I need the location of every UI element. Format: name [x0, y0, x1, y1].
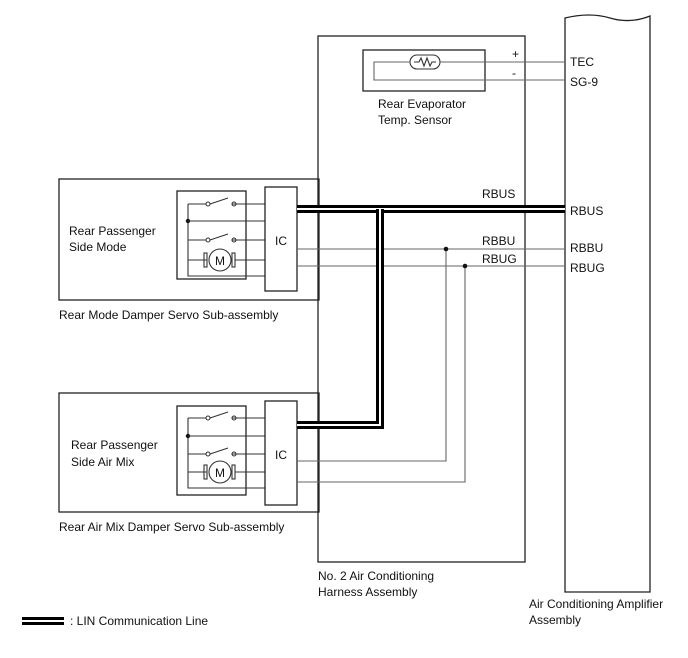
airmix-switch1-contact-b: [231, 415, 237, 421]
mode-ic-label: IC: [275, 234, 287, 248]
mode-motor-label: M: [215, 254, 225, 268]
harness-label-line2: Harness Assembly: [318, 585, 417, 599]
mode-switch1-contact-a: [205, 201, 211, 207]
sensor-minus-wire: [373, 61, 565, 81]
mode-servo-inner-line1: Rear Passenger: [69, 224, 156, 238]
amplifier-assembly: Air Conditioning Amplifier Assembly TEC …: [529, 14, 663, 627]
rbbu-junction-dot: [443, 246, 449, 252]
airmix-servo-inner-line1: Rear Passenger: [71, 438, 158, 452]
mode-servo-box: [58, 178, 320, 301]
mode-switch2-contact-b: [231, 237, 237, 243]
airmix-motor-brush-left: [203, 464, 208, 480]
lin-branch-inner: [297, 209, 381, 426]
mode-motor-brush-left: [203, 252, 208, 268]
mode-motor-brush-right: [231, 252, 236, 268]
terminal-sg9: SG-9: [570, 75, 598, 89]
mode-servo-caption: Rear Mode Damper Servo Sub-assembly: [59, 308, 278, 322]
mode-switch1-contact-b: [231, 201, 237, 207]
mode-ic-box: [264, 186, 298, 292]
airmix-motor-icon: [208, 460, 232, 484]
sensor-label-line2: Temp. Sensor: [378, 113, 452, 127]
thermistor-zigzag-icon: [414, 56, 436, 68]
airmix-motor-brush-right: [231, 464, 236, 480]
rbbu-branch-wire: [297, 249, 447, 462]
harness-label-line1: No. 2 Air Conditioning: [318, 569, 434, 583]
terminal-rbbu: RBBU: [570, 241, 603, 255]
mode-motor-icon: [208, 248, 232, 272]
mode-switch2-contact-a: [205, 237, 211, 243]
airmix-ic-box: [264, 400, 298, 506]
legend-text: : LIN Communication Line: [70, 614, 208, 628]
harness-wire-label-rbus: RBUS: [482, 187, 515, 201]
amplifier-label-line1: Air Conditioning Amplifier: [529, 597, 663, 611]
airmix-servo-caption: Rear Air Mix Damper Servo Sub-assembly: [59, 520, 284, 534]
sensor-box: [362, 49, 486, 92]
rbug-junction-dot: [462, 263, 468, 269]
airmix-switch2-icon: [188, 447, 265, 455]
mode-switch-box: [176, 190, 247, 280]
amplifier-label-line2: Assembly: [529, 613, 581, 627]
sensor-minus-sign: -: [512, 66, 516, 80]
airmix-common-rail: [187, 418, 204, 473]
mode-switch1-icon: [188, 197, 265, 205]
rear-air-mix-damper-servo: Rear Passenger Side Air Mix M IC Rear Ai…: [58, 392, 320, 534]
airmix-servo-box: [58, 392, 320, 513]
amplifier-box: [564, 14, 651, 593]
rbug-branch-wire: [297, 266, 466, 483]
legend: : LIN Communication Line: [22, 614, 208, 628]
terminal-tec: TEC: [570, 55, 594, 69]
mode-motor-wires: [187, 259, 265, 277]
airmix-switch-box: [176, 405, 247, 496]
airmix-switch1-icon: [188, 411, 265, 419]
sensor-plus-sign: +: [512, 47, 519, 61]
rear-mode-damper-servo: Rear Passenger Side Mode M IC Rear Mode …: [58, 178, 320, 322]
airmix-servo-inner-line2: Side Air Mix: [71, 455, 134, 469]
harness-wire-label-rbug: RBUG: [482, 252, 517, 266]
rear-evaporator-temp-sensor: + - Rear Evaporator Temp. Sensor: [362, 47, 565, 127]
signal-wires: [297, 246, 565, 483]
lin-communication-line: [297, 205, 565, 429]
harness-assembly: No. 2 Air Conditioning Harness Assembly …: [317, 35, 526, 599]
mode-servo-inner-line2: Side Mode: [69, 240, 127, 254]
airmix-switch1-contact-a: [205, 415, 211, 421]
harness-wire-label-rbbu: RBBU: [482, 234, 515, 248]
terminal-rbug: RBUG: [570, 261, 605, 275]
harness-box: [317, 35, 526, 563]
mode-common-rail: [187, 204, 204, 261]
airmix-motor-wires: [187, 471, 265, 489]
airmix-motor-label: M: [215, 466, 225, 480]
terminal-rbus: RBUS: [570, 204, 603, 218]
sensor-label-line1: Rear Evaporator: [378, 97, 466, 111]
mode-switch2-icon: [188, 233, 265, 241]
airmix-switch2-contact-b: [231, 451, 237, 457]
airmix-switch2-contact-a: [205, 451, 211, 457]
airmix-ic-label: IC: [275, 448, 287, 462]
